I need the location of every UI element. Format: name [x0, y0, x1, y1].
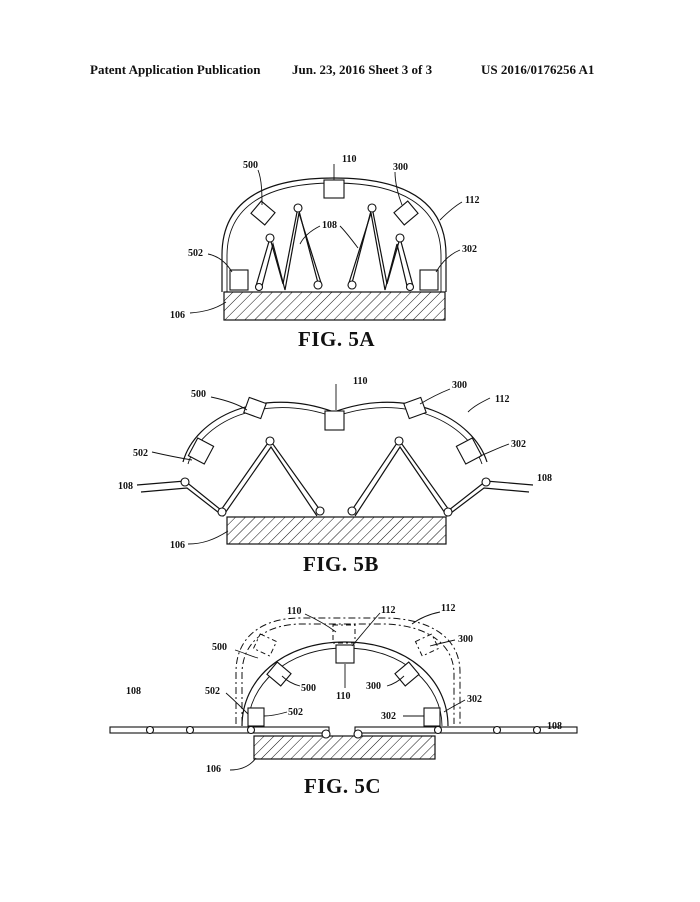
joints — [254, 203, 415, 292]
device-502 — [229, 269, 249, 291]
leader-lines — [151, 384, 510, 545]
device-502 — [247, 707, 265, 727]
ref-110: 110 — [353, 376, 367, 387]
device-300 — [403, 396, 427, 420]
ref-112-phantom: 112 — [441, 603, 455, 614]
publication-title: Patent Application Publication — [90, 62, 261, 77]
joints — [145, 725, 542, 739]
ref-108-right: 108 — [537, 473, 552, 484]
ref-500: 500 — [191, 389, 206, 400]
ref-300: 300 — [393, 162, 408, 173]
ref-108: 108 — [322, 220, 337, 231]
ref-300-deployed: 300 — [366, 681, 381, 692]
ref-500-deployed: 500 — [301, 683, 316, 694]
ref-502: 502 — [188, 248, 203, 259]
ref-502: 502 — [133, 448, 148, 459]
ref-108-right: 108 — [547, 721, 562, 732]
caption-fig-5a: FIG. 5A — [298, 327, 375, 351]
phantom-shell-112 — [235, 617, 461, 724]
ref-502-inner: 502 — [288, 707, 303, 718]
device-302 — [455, 437, 483, 465]
ref-302: 302 — [511, 439, 526, 450]
ref-108-left: 108 — [126, 686, 141, 697]
figure-5c: 110 112 112 500 300 500 110 300 502 502 … — [109, 603, 578, 798]
leader-lines — [225, 611, 466, 771]
ref-302-outer: 302 — [467, 694, 482, 705]
phantom-device-300 — [414, 633, 440, 657]
ref-110-deployed: 110 — [336, 691, 350, 702]
publication-date-sheet: Jun. 23, 2016 Sheet 3 of 3 — [292, 62, 433, 77]
ref-106: 106 — [206, 764, 221, 775]
device-502 — [187, 437, 215, 465]
ref-502-outer: 502 — [205, 686, 220, 697]
device-300 — [393, 200, 419, 226]
device-302 — [419, 269, 439, 291]
ref-300: 300 — [452, 380, 467, 391]
ref-110-phantom: 110 — [287, 606, 301, 617]
ref-302-inner: 302 — [381, 711, 396, 722]
ref-106: 106 — [170, 310, 185, 321]
sensor-110 — [335, 644, 355, 664]
sensor-110 — [324, 410, 345, 431]
figure-5a: 500 110 300 112 108 502 302 106 FIG. 5A — [170, 154, 479, 351]
phantom-sensor-110 — [332, 624, 356, 644]
zigzag-arms-108 — [255, 206, 414, 291]
caption-fig-5b: FIG. 5B — [303, 552, 379, 576]
flat-arms-108 — [109, 726, 578, 734]
base-106 — [223, 291, 446, 321]
publication-number: US 2016/0176256 A1 — [481, 62, 595, 77]
leader-lines — [189, 164, 463, 314]
phantom-device-500 — [252, 633, 278, 657]
caption-fig-5c: FIG. 5C — [304, 774, 381, 798]
ref-108-left: 108 — [118, 481, 133, 492]
joints — [180, 436, 491, 517]
device-300 — [394, 661, 420, 687]
ref-302: 302 — [462, 244, 477, 255]
ref-300-phantom: 300 — [458, 634, 473, 645]
base-106 — [253, 735, 436, 760]
base-106 — [226, 516, 447, 545]
ref-500-phantom: 500 — [212, 642, 227, 653]
ref-112-deployed: 112 — [381, 605, 395, 616]
ref-500: 500 — [243, 160, 258, 171]
device-500 — [250, 200, 276, 226]
sensor-110 — [323, 179, 345, 199]
figure-5b: 110 500 300 112 502 302 108 108 106 FIG.… — [118, 376, 552, 576]
ref-112: 112 — [465, 195, 479, 206]
ref-110: 110 — [342, 154, 356, 165]
ref-112: 112 — [495, 394, 509, 405]
ref-106: 106 — [170, 540, 185, 551]
device-500 — [243, 396, 267, 420]
device-302 — [423, 707, 441, 727]
